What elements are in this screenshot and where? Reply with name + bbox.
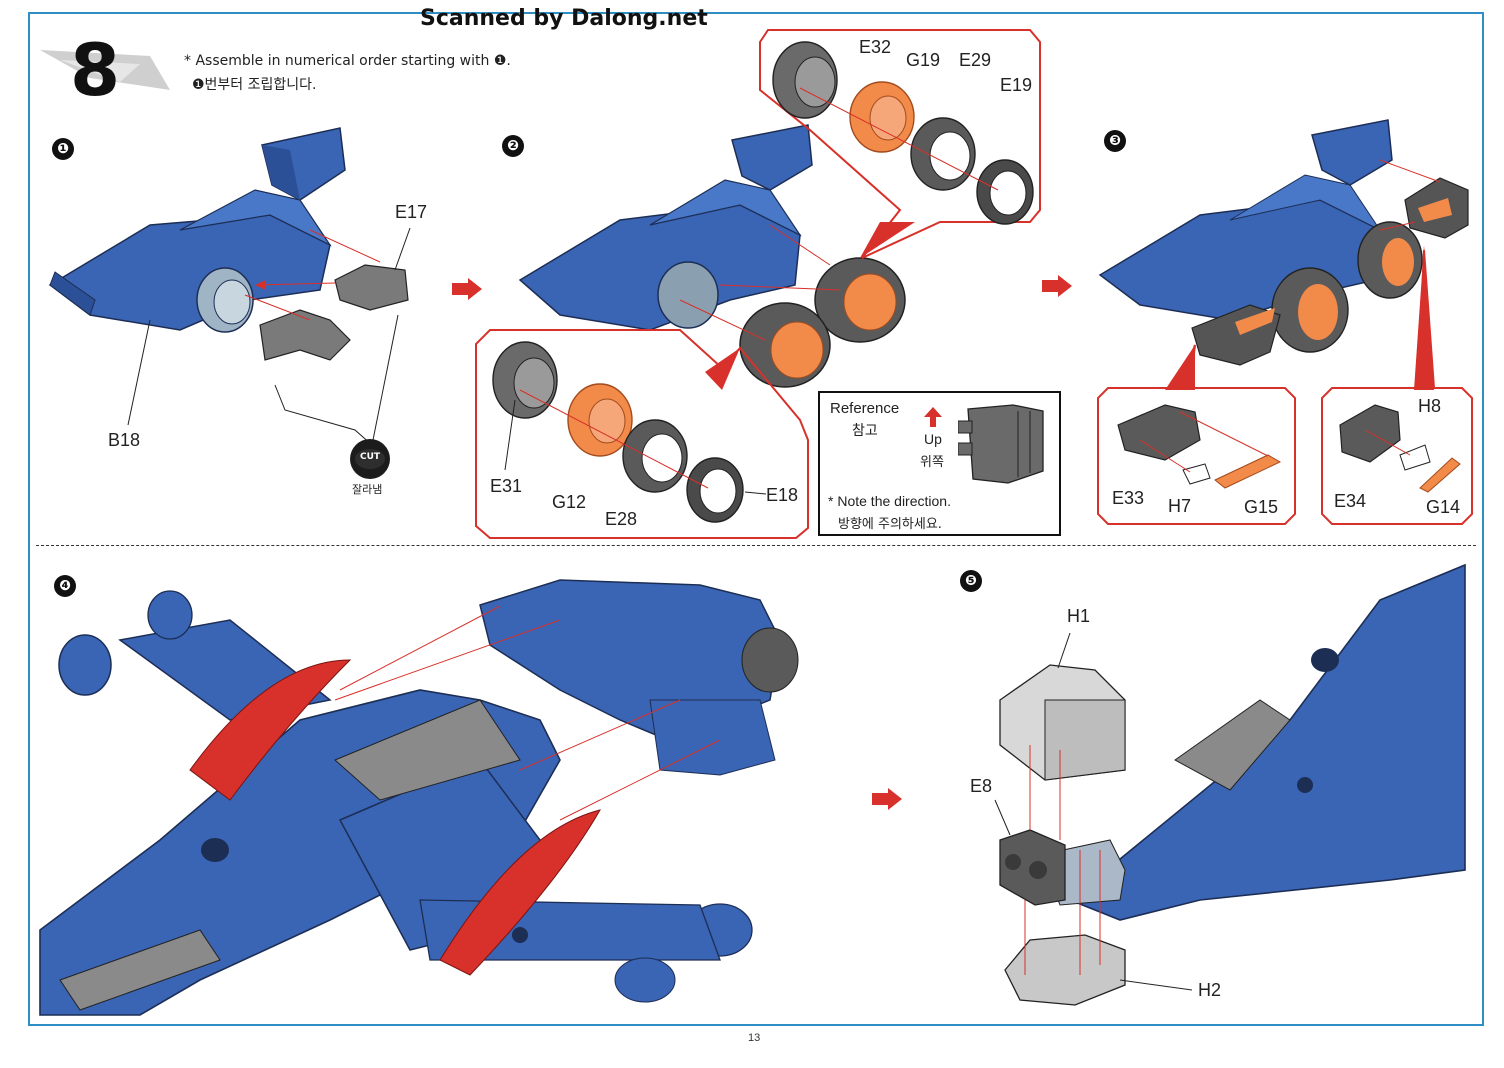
- step-number: 8: [70, 28, 121, 112]
- substep-4-badge: ❹: [54, 575, 76, 597]
- reference-title: Reference: [830, 400, 900, 417]
- part-label-g12: G12: [552, 492, 587, 512]
- section-divider: [36, 545, 1476, 546]
- part-label-e33: E33: [1112, 488, 1145, 508]
- part-label-e31: E31: [490, 476, 523, 496]
- next-arrow-icon: [1042, 275, 1072, 297]
- reference-title-ko: 참고: [852, 423, 878, 439]
- substep-3-badge: ❸: [1104, 130, 1126, 152]
- part-label-e18: E18: [766, 485, 799, 505]
- part-label-e34: E34: [1334, 491, 1367, 511]
- part-label-e28: E28: [605, 509, 638, 529]
- cut-label: CUT: [359, 452, 381, 462]
- part-label-e19: E19: [1000, 75, 1033, 95]
- reference-box: Reference 참고 Up 위쪽 * Note the direction.…: [818, 391, 1061, 536]
- instruction-en: * Assemble in numerical order starting w…: [184, 53, 511, 69]
- substep-2-badge: ❷: [502, 135, 524, 157]
- up-arrow-icon: [924, 407, 942, 427]
- part-label-e29: E29: [959, 50, 992, 70]
- reference-note-en: * Note the direction.: [828, 493, 951, 509]
- step2-nacelle-drawing: [518, 124, 906, 388]
- part-label-h7: H7: [1168, 496, 1192, 516]
- part-label-e8: E8: [970, 776, 993, 796]
- part-label-h2: H2: [1198, 980, 1222, 1000]
- step5-ship-drawing: [994, 563, 1466, 1006]
- part-label-e17: E17: [395, 202, 428, 222]
- next-arrow-icon: [452, 278, 482, 300]
- substep-1-badge: ❶: [52, 138, 74, 160]
- substep-5-badge: ❺: [960, 570, 982, 592]
- part-label-g14: G14: [1426, 497, 1461, 517]
- step4-ship-drawing: [39, 579, 799, 1016]
- cut-label-ko: 잘라냄: [352, 483, 383, 496]
- reference-up: Up: [924, 431, 942, 447]
- reference-part-diagram: [958, 404, 1044, 484]
- step1-nacelle-drawing: [48, 127, 411, 446]
- reference-note-ko: 방향에 주의하세요.: [838, 517, 942, 532]
- part-label-g19: G19: [906, 50, 941, 70]
- watermark: Scanned by Dalong.net: [420, 6, 708, 31]
- instruction-ko: ❶번부터 조립합니다.: [192, 77, 317, 93]
- page-frame: [28, 12, 1484, 1026]
- reference-up-ko: 위쪽: [920, 455, 944, 470]
- page-number: 13: [748, 1032, 761, 1044]
- step3-nacelle-drawing: [1098, 119, 1469, 366]
- part-label-h1: H1: [1067, 606, 1091, 626]
- part-label-h8: H8: [1418, 396, 1442, 416]
- next-arrow-icon: [872, 788, 902, 810]
- part-label-b18: B18: [108, 430, 141, 450]
- part-label-e32: E32: [859, 37, 892, 57]
- part-label-g15: G15: [1244, 497, 1279, 517]
